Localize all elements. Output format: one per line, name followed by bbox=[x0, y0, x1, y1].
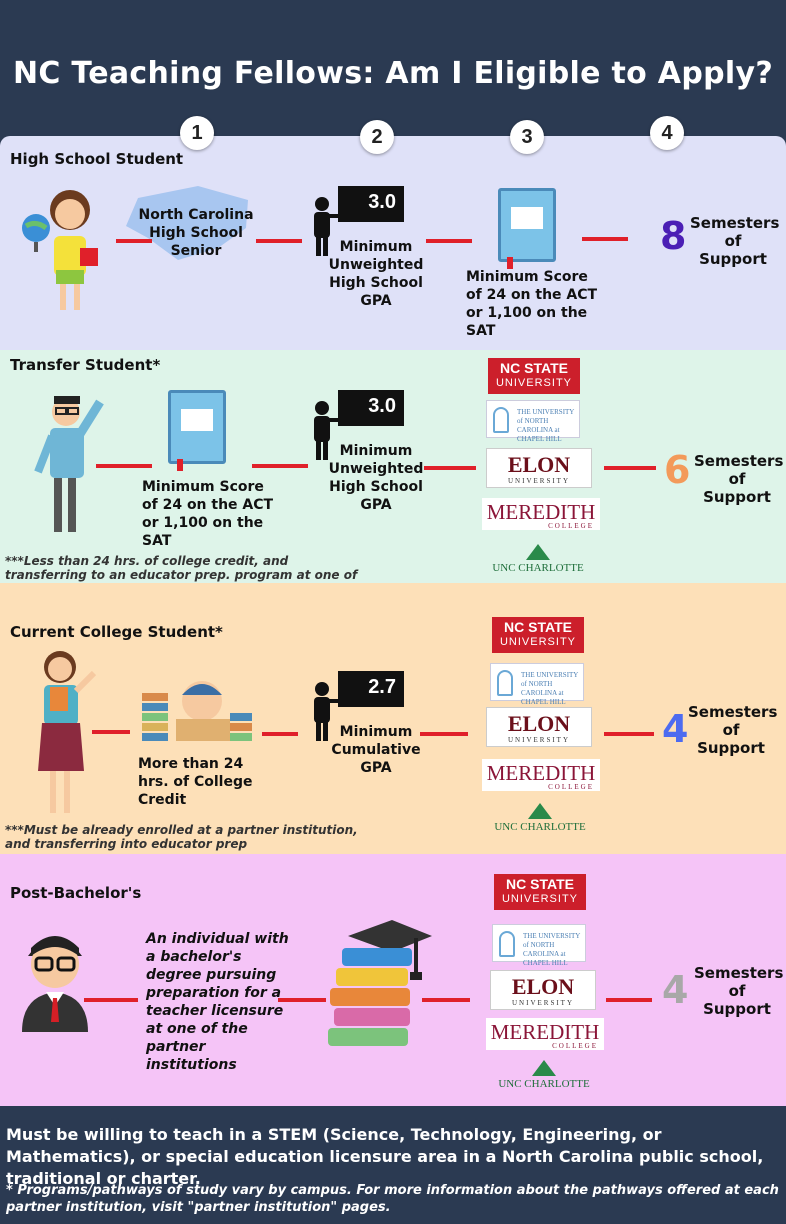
student-woman-illustration bbox=[38, 651, 97, 813]
gpa-board: 3.0 bbox=[338, 186, 404, 222]
semesters-label: Semesters of Support bbox=[694, 964, 784, 1018]
stem-requirement-text: Must be willing to teach in a STEM (Scie… bbox=[6, 1125, 764, 1188]
unc-charlotte-logo: UNC CHARLOTTE bbox=[494, 1060, 594, 1090]
man-portrait-illustration bbox=[22, 936, 88, 1032]
step2-label: Minimum Cumulative GPA bbox=[331, 724, 421, 776]
footnote: ***Less than 24 hrs. of college credit, … bbox=[5, 554, 358, 584]
connector-line bbox=[424, 466, 476, 470]
step-number-1: 1 bbox=[180, 116, 214, 150]
semesters-number: 8 bbox=[660, 214, 687, 258]
student-girl-illustration bbox=[22, 190, 98, 310]
books-student-illustration bbox=[142, 681, 252, 741]
gpa-board: 3.0 bbox=[338, 390, 404, 426]
book-icon bbox=[168, 390, 226, 471]
teacher-icon bbox=[314, 197, 340, 256]
unc-charlotte-logo: UNC CHARLOTTE bbox=[490, 803, 590, 833]
semesters-label: Semesters of Support bbox=[690, 214, 780, 268]
connector-line bbox=[426, 239, 472, 243]
connector-line bbox=[262, 732, 298, 736]
unc-logo: THE UNIVERSITY of NORTH CAROLINA at CHAP… bbox=[486, 400, 580, 443]
section-high-school: High School Student North Carolina High … bbox=[0, 136, 786, 351]
page-title: NC Teaching Fellows: Am I Eligible to Ap… bbox=[12, 56, 774, 91]
unc-logo: THE UNIVERSITY of NORTH CAROLINA at CHAP… bbox=[490, 663, 584, 706]
connector-line bbox=[606, 998, 652, 1002]
section-post-bachelor: Post-Bachelor's An individual with a bac… bbox=[0, 854, 786, 1106]
gpa-board: 2.7 bbox=[338, 671, 404, 707]
connector-line bbox=[604, 732, 654, 736]
section-title: Transfer Student* bbox=[10, 356, 161, 374]
connector-line bbox=[256, 239, 302, 243]
connector-line bbox=[84, 998, 138, 1002]
semesters-label: Semesters of Support bbox=[694, 452, 784, 506]
step2-label: Minimum Unweighted High School GPA bbox=[328, 239, 424, 309]
step-number-2: 2 bbox=[360, 120, 394, 154]
connector-line bbox=[278, 998, 326, 1002]
connector-line bbox=[604, 466, 656, 470]
footnote: ***Must be already enrolled at a partner… bbox=[5, 823, 358, 851]
step1-label: North Carolina High School Senior bbox=[138, 207, 254, 259]
step1-label: Minimum Score of 24 on the ACT or 1,100 … bbox=[142, 479, 274, 549]
footer-note: * Programs/pathways of study vary by cam… bbox=[6, 1183, 779, 1215]
semesters-number: 4 bbox=[662, 707, 689, 751]
step3-label: Minimum Score of 24 on the ACT or 1,100 … bbox=[466, 269, 598, 339]
teacher-icon bbox=[314, 682, 340, 741]
north-carolina-map bbox=[126, 186, 248, 260]
teacher-icon bbox=[314, 401, 340, 460]
footer: Must be willing to teach in a STEM (Scie… bbox=[0, 1106, 786, 1224]
connector-line bbox=[116, 239, 152, 243]
step-number-4: 4 bbox=[650, 116, 684, 150]
student-boy-illustration bbox=[34, 396, 104, 532]
step1-label: An individual with a bachelor's degree p… bbox=[146, 931, 289, 1073]
semesters-number: 6 bbox=[664, 448, 691, 492]
step-number-3: 3 bbox=[510, 120, 544, 154]
section-title: High School Student bbox=[10, 150, 184, 168]
semesters-label: Semesters of Support bbox=[688, 703, 778, 757]
header: NC Teaching Fellows: Am I Eligible to Ap… bbox=[0, 0, 786, 140]
semesters-number: 4 bbox=[662, 968, 689, 1012]
connector-line bbox=[582, 237, 628, 241]
books-graduation-cap-illustration bbox=[328, 920, 432, 1046]
connector-line bbox=[96, 464, 152, 468]
connector-line bbox=[92, 730, 130, 734]
book-icon bbox=[498, 188, 556, 269]
section-title: Post-Bachelor's bbox=[10, 884, 142, 902]
step2-label: Minimum Unweighted High School GPA bbox=[328, 443, 424, 513]
unc-logo: THE UNIVERSITY of NORTH CAROLINA at CHAP… bbox=[492, 924, 586, 967]
connector-line bbox=[422, 998, 470, 1002]
unc-charlotte-logo: UNC CHARLOTTE bbox=[488, 544, 588, 574]
section-title: Current College Student* bbox=[10, 623, 223, 641]
connector-line bbox=[252, 464, 308, 468]
section-college: Current College Student* More than 24 hr… bbox=[0, 583, 786, 855]
connector-line bbox=[420, 732, 468, 736]
step1-label: More than 24 hrs. of College Credit bbox=[138, 756, 253, 808]
